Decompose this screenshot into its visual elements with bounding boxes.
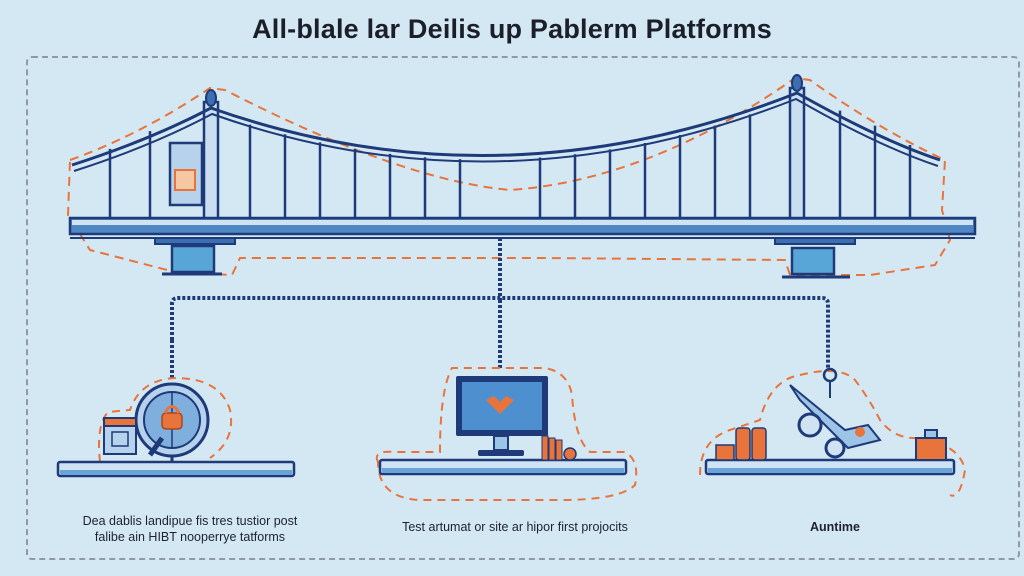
left-tower (202, 100, 220, 222)
caption-left-line-2: falibe ain HIBT nooperrye tatforms (94, 530, 286, 544)
caption-middle-line-1: Test artumat or site ar hipor first proj… (402, 520, 628, 534)
diagram-frame (26, 56, 1020, 560)
right-pier (774, 237, 856, 279)
caption-right: Auntime (760, 519, 910, 535)
caption-right-line-1: Auntime (810, 520, 860, 534)
clock-lock-icon (134, 382, 210, 462)
small-box-icon (103, 417, 137, 455)
chain-connector (170, 238, 830, 378)
robot-arm-icon (789, 367, 882, 459)
bridge-highlight-outline (66, 76, 952, 277)
platform-left (56, 376, 296, 478)
platform-middle (375, 367, 638, 501)
right-tower-cap (791, 74, 803, 92)
books-icon (541, 435, 577, 461)
platform-right (699, 367, 967, 497)
chain-crossbar (170, 296, 830, 370)
bridge-icon (66, 74, 977, 279)
left-tower-cap (205, 89, 217, 107)
left-pier (154, 237, 236, 276)
middle-highlight-outline (375, 367, 638, 501)
toolbox-icon (915, 429, 947, 461)
page-title: All-blale lar Deilis up Pablerm Platform… (252, 14, 772, 44)
main-cable (71, 91, 941, 167)
caption-left-line-1: Dea dablis landipue fis tres tustior pos… (82, 514, 298, 528)
monitor-icon (456, 376, 548, 456)
right-highlight-outline (699, 370, 967, 497)
caption-left: Dea dablis landipue fis tres tustior pos… (40, 513, 340, 545)
crates-icon (715, 427, 767, 461)
caption-middle: Test artumat or site ar hipor first proj… (370, 519, 660, 535)
right-tower (788, 86, 806, 222)
